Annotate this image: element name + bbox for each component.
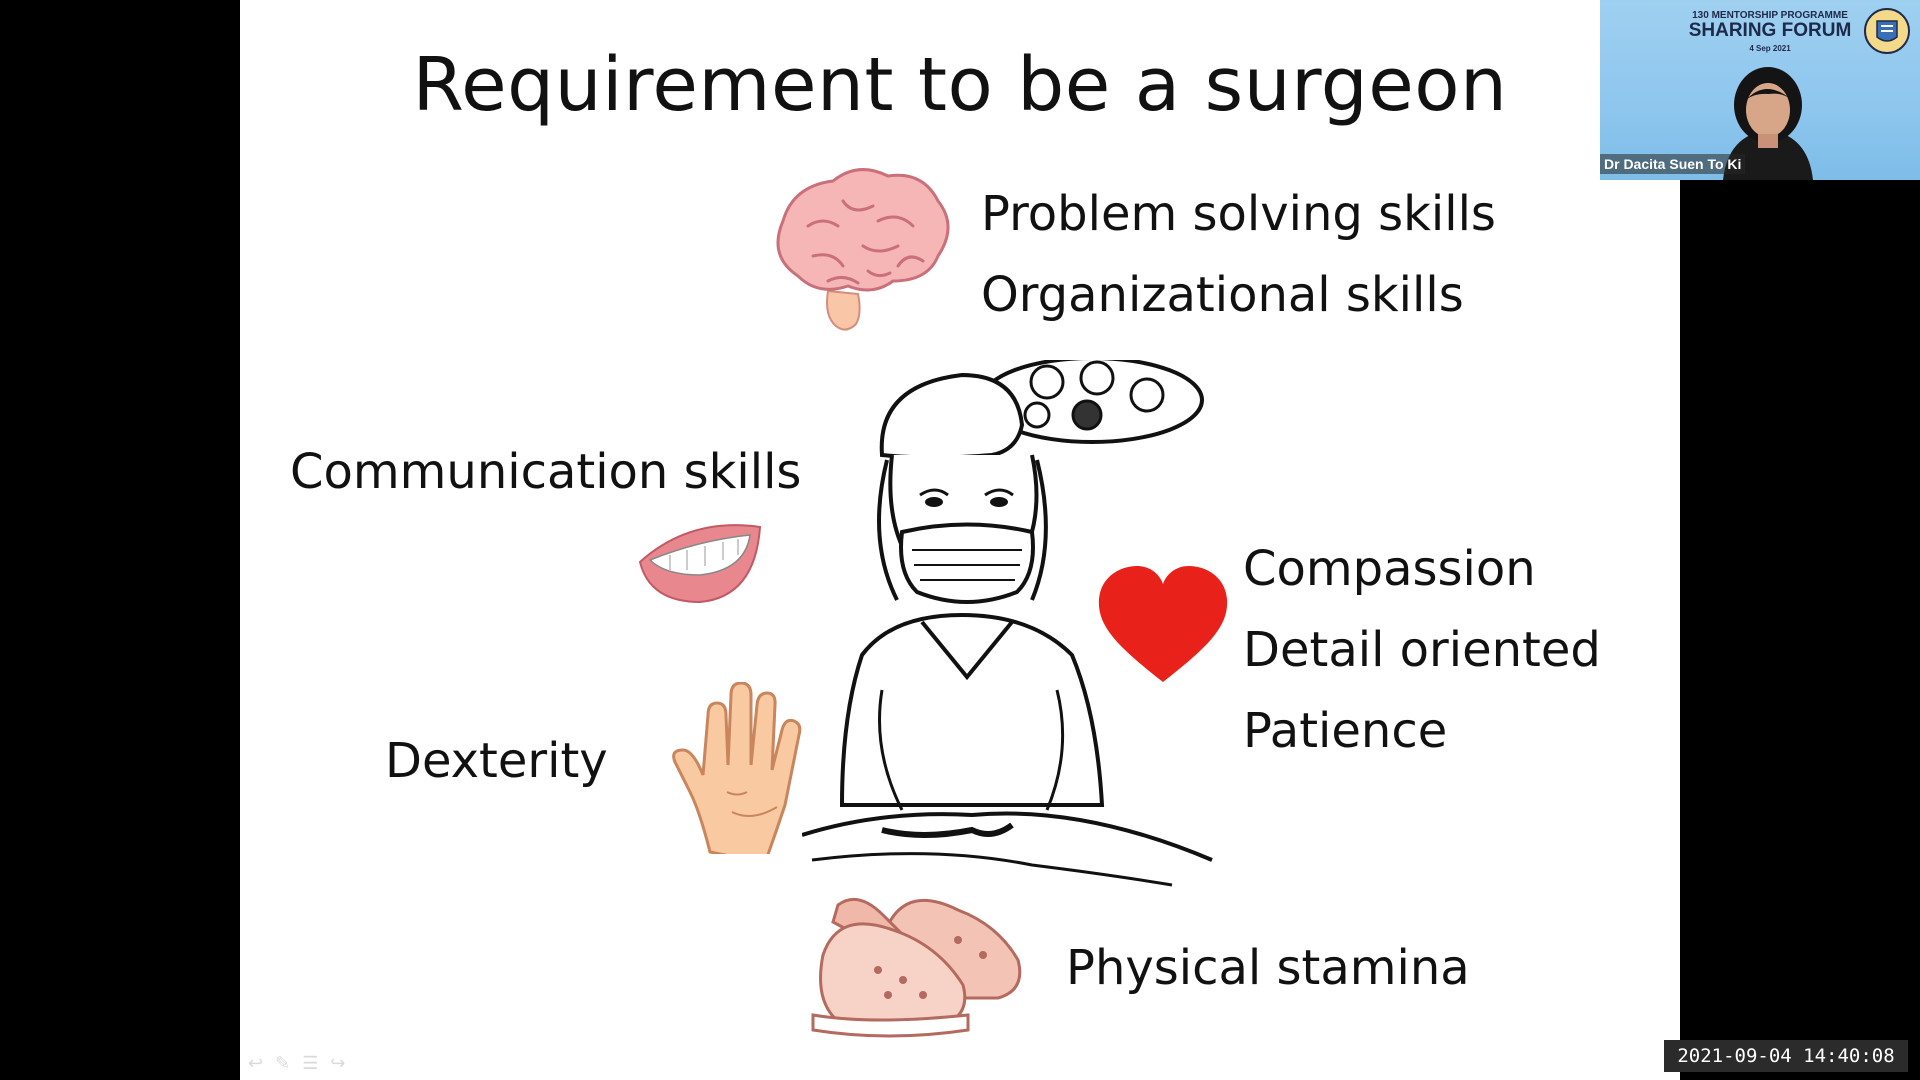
participant-video-tile[interactable]: 130 MENTORSHIP PROGRAMME SHARING FORUM 4… [1600, 0, 1920, 180]
forum-logo-icon [1864, 8, 1910, 54]
heart-icon [1098, 566, 1228, 682]
menu-icon[interactable]: ☰ [302, 1053, 319, 1073]
surgeon-illustration [802, 360, 1213, 887]
skill-problem-solving: Problem solving skills [981, 186, 1496, 242]
recording-timestamp: 2021-09-04 14:40:08 [1664, 1040, 1908, 1072]
clogs-icon [811, 897, 1022, 1038]
banner-date: 4 Sep 2021 [1749, 44, 1791, 53]
slide-controls: ↩ ✎ ☰ ↪ [248, 1053, 345, 1074]
skill-physical-stamina: Physical stamina [1066, 940, 1470, 996]
banner-programme: 130 MENTORSHIP PROGRAMME [1692, 10, 1848, 21]
participant-video [1723, 67, 1813, 180]
brain-icon [776, 168, 950, 331]
skill-communication: Communication skills [290, 444, 802, 500]
hand-icon [672, 682, 802, 854]
mouth-icon [638, 524, 762, 604]
pen-icon[interactable]: ✎ [275, 1053, 291, 1073]
skill-dexterity: Dexterity [385, 733, 608, 789]
slide-title: Requirement to be a surgeon [412, 42, 1508, 128]
skill-compassion: Compassion [1243, 541, 1536, 597]
previous-icon[interactable]: ↩ [248, 1053, 264, 1073]
skill-detail-oriented: Detail oriented [1243, 622, 1601, 678]
participant-name: Dr Dacita Suen To Ki [1600, 154, 1746, 174]
banner-title: SHARING FORUM [1688, 20, 1852, 41]
next-icon[interactable]: ↪ [330, 1053, 346, 1073]
skill-organizational: Organizational skills [981, 267, 1464, 323]
presentation-slide: Requirement to be a surgeon Problem solv… [240, 0, 1680, 1080]
skill-patience: Patience [1243, 703, 1448, 759]
